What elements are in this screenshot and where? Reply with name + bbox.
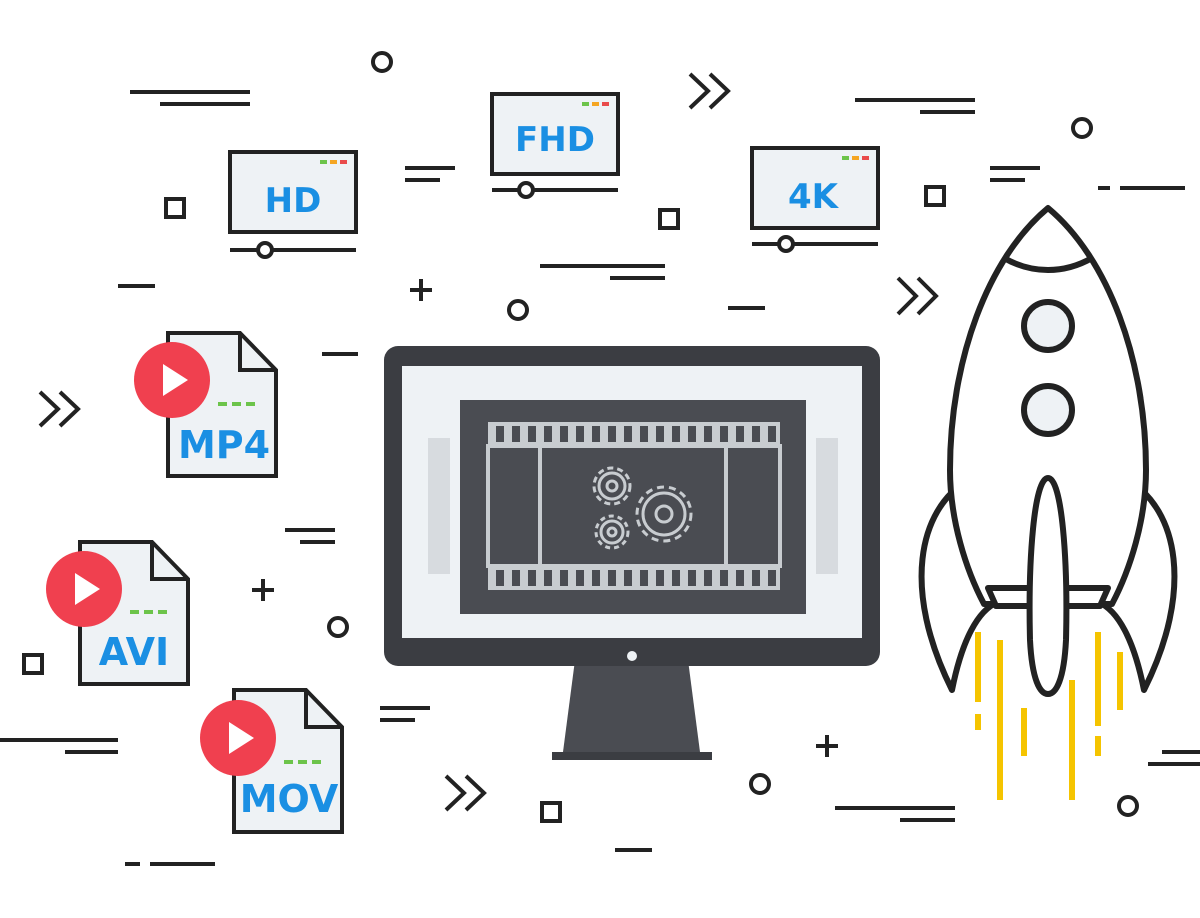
play-icon: [46, 551, 122, 627]
film-strip-icon: [486, 422, 782, 590]
play-icon: [200, 700, 276, 776]
file-label: MP4: [178, 423, 270, 467]
decor-squares: [22, 185, 946, 823]
screen-label: 4K: [788, 177, 840, 217]
screen-label: FHD: [515, 120, 595, 160]
rocket-icon: [918, 205, 1178, 800]
decor-chevrons: [38, 72, 939, 812]
decor-lines: [0, 90, 1200, 866]
chevron-right-icon: [896, 276, 939, 316]
rocket-flames: [975, 632, 1123, 800]
chevron-right-icon: [688, 72, 731, 110]
file-label: MOV: [240, 777, 339, 821]
gear-icon: [592, 466, 632, 506]
monitor: [384, 346, 880, 760]
screen-4k: 4K: [750, 146, 880, 253]
file-mp4: MP4: [134, 331, 278, 478]
play-icon: [134, 342, 210, 418]
chevron-right-icon: [38, 390, 81, 428]
chevron-right-icon: [444, 774, 487, 812]
gear-icon: [635, 485, 693, 543]
file-label: AVI: [99, 630, 169, 674]
file-avi: AVI: [46, 540, 190, 686]
decor-circles: [327, 51, 1139, 817]
screen-fhd: FHD: [490, 92, 620, 199]
file-mov: MOV: [200, 688, 344, 834]
screen-label: HD: [265, 181, 322, 221]
screen-hd: HD: [228, 150, 358, 259]
gear-icon: [594, 514, 630, 550]
decor-plus: [252, 279, 838, 757]
